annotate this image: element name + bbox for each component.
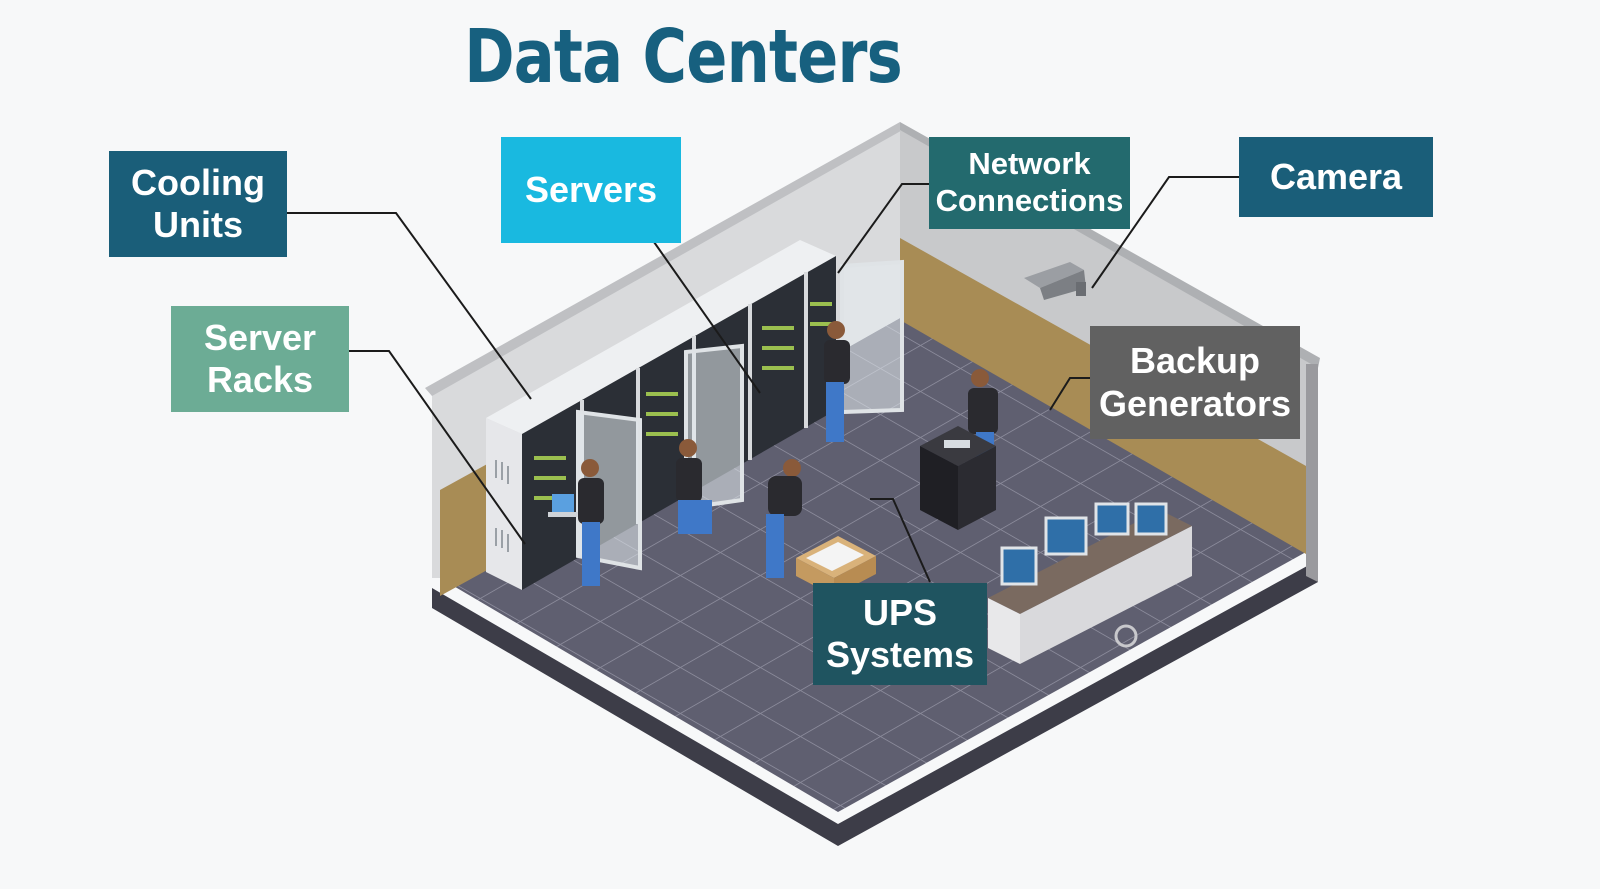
rack-row-top [486, 240, 836, 434]
right-wall-edge [1306, 364, 1318, 582]
leader-camera [1091, 176, 1240, 289]
person-rack-left [578, 459, 604, 586]
label-line: Servers [524, 168, 658, 210]
leader-lines [287, 176, 1240, 583]
label-line: Backup [1129, 340, 1261, 382]
leader-backup [1049, 377, 1090, 411]
monitoring-desk [988, 502, 1192, 664]
label-line: Generators [1098, 382, 1292, 424]
leader-server-racks [349, 350, 526, 545]
leader-servers [653, 241, 761, 394]
label-line: Camera [1269, 155, 1403, 197]
rack-end-cap [486, 418, 522, 590]
label-line: Server [203, 316, 317, 358]
rack-lights [534, 302, 832, 500]
ups-cabinet [920, 426, 996, 530]
person-rack-right [824, 321, 850, 442]
servers-label: Servers [501, 137, 681, 243]
label-line: Connections [935, 183, 1124, 218]
floor-slab [432, 560, 1318, 846]
rack-vents [495, 460, 509, 552]
person-kneeling [676, 439, 712, 534]
page-title: Data Centers [464, 14, 902, 100]
label-line: Units [153, 204, 243, 245]
security-camera [1024, 262, 1086, 300]
label-line: UPS [862, 591, 937, 633]
camera-label: Camera [1239, 137, 1433, 217]
label-line: Network [968, 146, 1091, 182]
label-line: Cooling [131, 161, 265, 203]
leader-network [837, 183, 929, 274]
label-line: Systems [825, 634, 975, 675]
monitors [1000, 502, 1168, 586]
leader-cooling-units [287, 212, 532, 400]
leader-ups [870, 498, 931, 583]
person-box [766, 459, 802, 578]
label-line: Racks [206, 359, 314, 400]
laptop [548, 494, 578, 517]
